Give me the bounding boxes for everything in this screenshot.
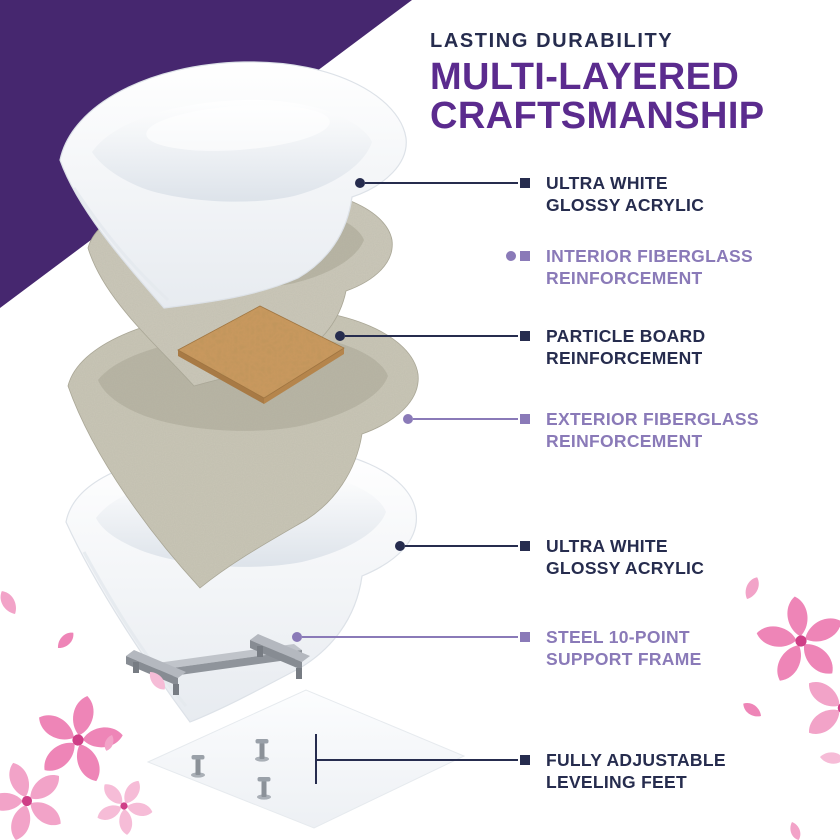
callout-connector-5 [395,541,530,551]
callout-label-line2: LEVELING FEET [546,772,687,792]
top-acrylic-layer [59,61,407,309]
cherry-blossom-decoration-right [740,574,840,840]
callout-bottom-acrylic: ULTRA WHITE GLOSSY ACRYLIC [546,535,831,579]
callout-label-line2: GLOSSY ACRYLIC [546,558,705,578]
callout-leveling-feet: FULLY ADJUSTABLE LEVELING FEET [546,749,831,793]
callout-label-line2: REINFORCEMENT [546,268,703,288]
blossom-petal [0,588,21,618]
callout-connector-6 [292,632,530,642]
callout-label-line1: ULTRA WHITE [546,536,668,556]
callout-label-line2: REINFORCEMENT [546,431,703,451]
callout-label-line1: FULLY ADJUSTABLE [546,750,726,770]
callout-steel-frame: STEEL 10-POINT SUPPORT FRAME [546,626,831,670]
page-title-line1: MULTI-LAYERED [430,56,740,98]
callout-connector-3 [335,331,530,341]
callout-label-line1: ULTRA WHITE [546,173,668,193]
callout-label-line1: EXTERIOR FIBERGLASS [546,409,759,429]
callout-label-line2: GLOSSY ACRYLIC [546,195,705,215]
callout-connector-7 [315,734,530,784]
callout-interior-fiberglass: INTERIOR FIBERGLASS REINFORCEMENT [546,245,831,289]
callout-exterior-fiberglass: EXTERIOR FIBERGLASS REINFORCEMENT [546,408,831,452]
callout-connector-4 [403,414,530,424]
blossom-petal [740,699,764,721]
callout-particle-board: PARTICLE BOARD REINFORCEMENT [546,325,831,369]
steel-support-frame [126,634,310,695]
callout-label-line1: STEEL 10-POINT [546,627,690,647]
blossom-petal [787,820,803,840]
base-platform [146,689,466,829]
callout-top-acrylic: ULTRA WHITE GLOSSY ACRYLIC [546,172,831,216]
callout-label-line2: SUPPORT FRAME [546,649,702,669]
callout-label-line2: REINFORCEMENT [546,348,703,368]
leveling-feet [191,739,271,800]
blossom-petal [54,629,77,652]
header-eyebrow: LASTING DURABILITY [430,30,674,52]
page-title-line2: CRAFTSMANSHIP [430,95,765,137]
callout-label-line1: INTERIOR FIBERGLASS [546,246,753,266]
cherry-blossom-flower [24,686,133,791]
callout-label-line1: PARTICLE BOARD [546,326,706,346]
header: LASTING DURABILITY MULTI-LAYERED CRAFTSM… [430,30,820,136]
particle-board-layer [177,305,345,404]
callout-connector-1 [355,178,530,188]
callout-connector-2 [506,251,530,261]
page-title: MULTI-LAYERED CRAFTSMANSHIP [430,58,820,136]
